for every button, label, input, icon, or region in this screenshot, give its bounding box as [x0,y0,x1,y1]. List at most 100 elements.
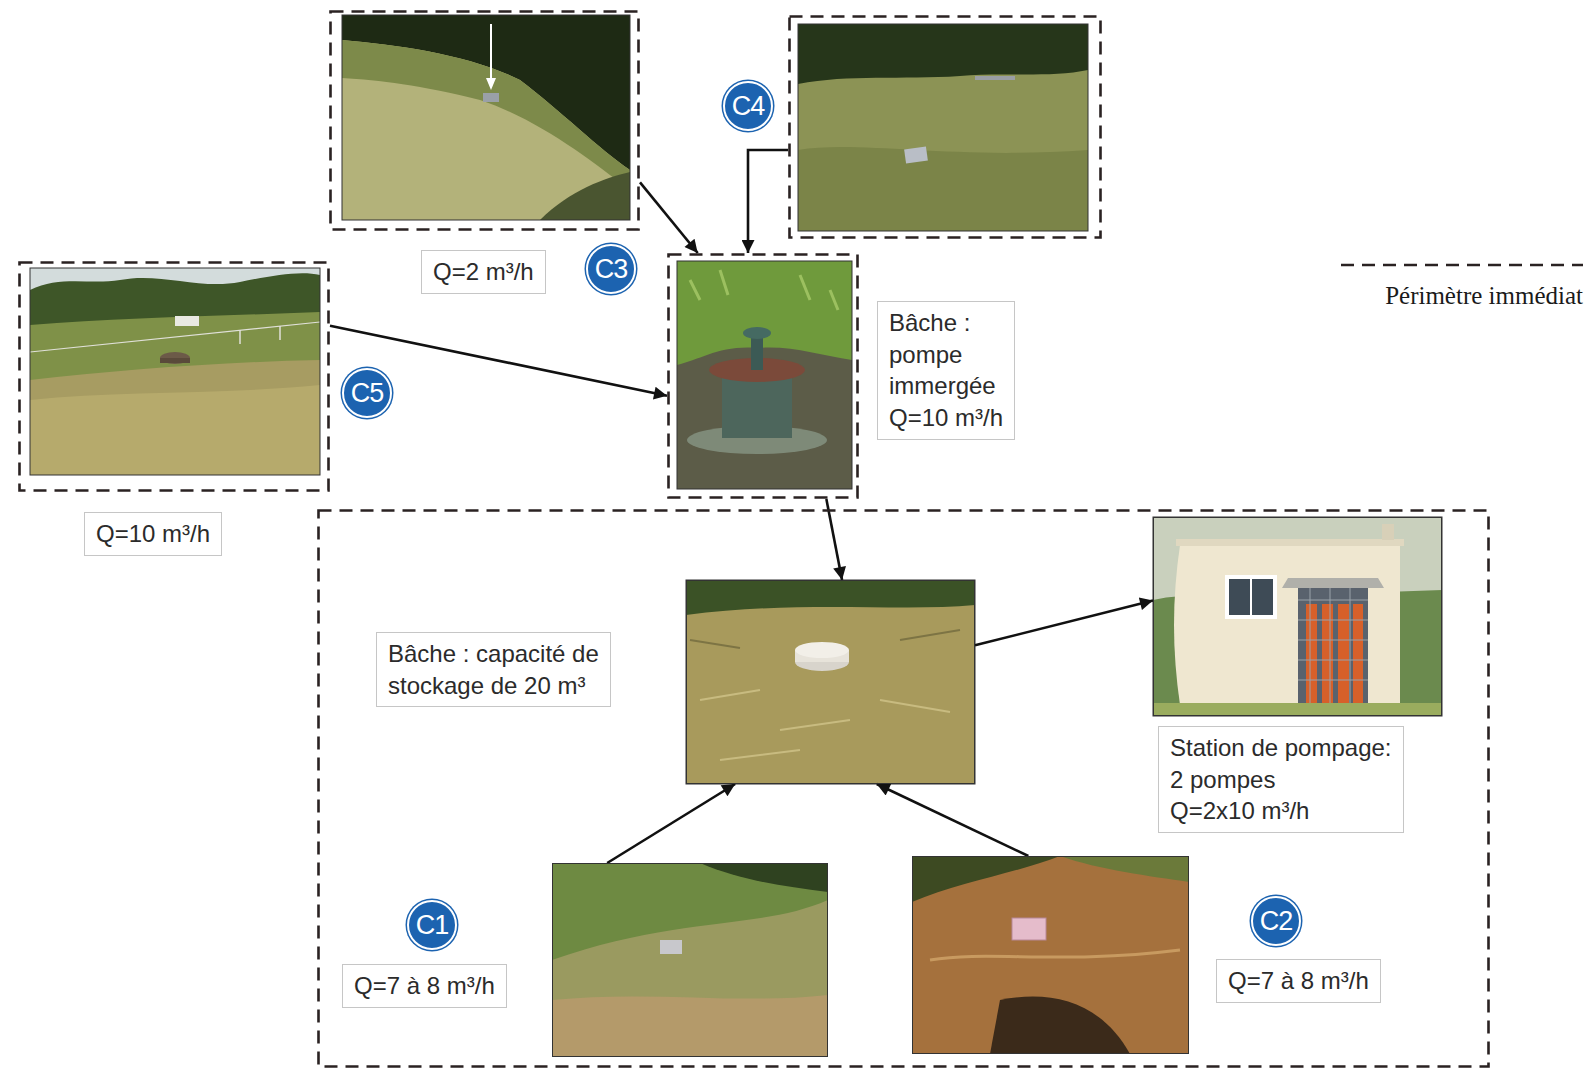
legend-label: Périmètre immédiat [1333,282,1583,310]
photo-detail [1298,588,1368,706]
photo-detail [912,856,1189,1054]
photo-detail [1153,517,1442,716]
photo-detail [486,78,496,90]
photo-detail [175,316,199,326]
photo-pump-chamber [677,261,852,489]
text-line: Station de pompage: [1170,732,1392,764]
text-run: Q=7 à 8 m³/h [1228,967,1369,994]
photo-frame: C2Q=7 à 8 m³/h [912,856,1189,1054]
photo-detail [30,385,320,475]
text-run: C1 [416,910,449,941]
text-run: C3 [595,254,628,285]
photo-frame: C1Q=7 à 8 m³/h [552,863,828,1057]
flow-arrow [640,182,698,253]
callout-number: C2 [1251,896,1301,946]
text-line: Q=10 m³/h [889,402,1003,434]
text-line: 2 pompes [1170,764,1392,796]
photo-detail [1338,604,1349,704]
photo-detail [1353,604,1363,704]
flow-label: Q=7 à 8 m³/h [342,964,507,1008]
photo-detail [540,172,630,220]
text-run: Q=2 m³/h [433,258,534,285]
text-line: Q=2x10 m³/h [1170,795,1392,827]
photo-detail [677,261,852,489]
photo-detail [1012,918,1046,940]
photo-detail [1298,588,1368,706]
text-run: Q=7 à 8 m³/h [354,972,495,999]
photo-detail [700,863,828,892]
text-run: Q=10 m³/h [96,520,210,547]
photo-detail [686,580,975,784]
perimeter-outline [329,10,640,231]
callout-number: C3 [586,244,636,294]
photo-detail [1060,856,1189,882]
photo-c2 [912,856,1189,1054]
callout-number: C1 [407,900,457,950]
photo-detail [1282,578,1384,588]
photo-detail [686,580,975,784]
flow-label: Q=2 m³/h [421,250,546,294]
photo-detail [1225,575,1277,619]
legend: Périmètre immédiat [1333,262,1583,310]
photo-detail [677,261,852,489]
photo-detail [552,863,828,1057]
text-line: Bâche : [889,307,1003,339]
photo-frame: Station de pompage: 2 pompes Q=2x10 m³/h [1153,517,1442,716]
text-line: immergée [889,370,1003,402]
photo-c5 [30,268,320,475]
photo-detail [677,261,852,365]
photo-detail [1382,524,1394,540]
photo-detail [904,147,928,164]
perimeter-dash [790,17,1101,238]
photo-pumping-station [1153,517,1442,716]
text-run: C4 [732,91,765,122]
photo-detail [1174,545,1400,705]
text-line: pompe [889,339,1003,371]
photo-detail [660,940,682,954]
photo-detail [1322,604,1333,704]
flow-arrow [607,784,735,863]
photo-detail [795,642,849,658]
perimeter-outline [667,253,859,499]
flow-arrow [975,601,1153,646]
photo-detail [1153,703,1442,716]
photo-c3 [342,15,630,220]
photo-detail [552,995,828,1057]
photo-c4 [798,24,1088,231]
callout-number: C4 [723,81,773,131]
legend-line-sample [1341,262,1583,268]
photo-detail [1306,604,1317,704]
photo-detail [990,997,1130,1054]
photo-detail [30,268,320,475]
text-line: Bâche : capacité de [388,638,599,670]
flow-label: Bâche : pompe immergée Q=10 m³/h [877,301,1015,440]
photo-detail [30,312,320,380]
photo-detail [30,268,320,475]
photo-detail [1153,517,1442,716]
photo-detail [279,326,281,340]
legend-item: Périmètre immédiat [1333,262,1583,310]
photo-storage-tank [686,580,975,784]
photo-detail [975,76,1015,80]
perimeter-box: C5Q=10 m³/h [18,261,330,492]
photo-detail [342,40,630,190]
text-run: C2 [1260,906,1293,937]
photo-detail [239,330,241,344]
photo-detail [798,24,1088,84]
photo-detail [686,580,975,615]
text-run: C5 [351,378,384,409]
photo-detail [552,863,828,960]
photo-detail [912,856,1060,902]
photo-detail [743,327,771,339]
photo-detail [798,24,1088,231]
perimeter-box: C3Q=2 m³/h [329,10,640,231]
callout-number: C5 [342,368,392,418]
photo-c1 [552,863,828,1057]
perimeter-box: Bâche : capacité de stockage de 20 m³Sta… [317,509,1490,1068]
flow-arrow [748,150,788,253]
photo-detail [490,24,492,80]
perimeter-box: Bâche : pompe immergée Q=10 m³/h [667,253,859,499]
photo-detail [1176,539,1404,546]
